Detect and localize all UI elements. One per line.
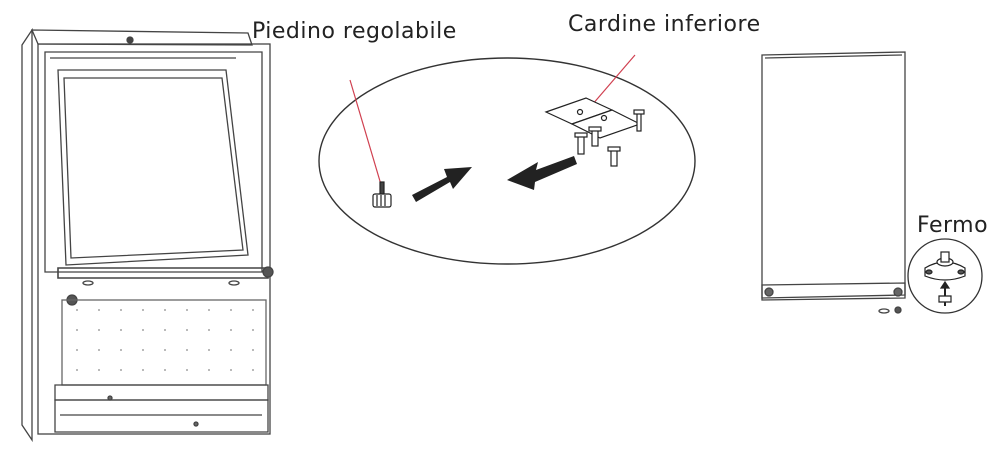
stop-icon xyxy=(924,251,966,306)
cabinet-opening xyxy=(57,69,249,266)
cabinet-back-panel xyxy=(61,299,267,386)
cabinet-illustration xyxy=(21,27,274,443)
adjustable-foot-icon xyxy=(372,181,392,208)
leader-line-hinge xyxy=(591,54,636,106)
stop-detail xyxy=(907,238,983,314)
cabinet-side-panel xyxy=(21,27,33,443)
leader-line-foot xyxy=(349,79,383,189)
cabinet-front-frame xyxy=(37,43,271,435)
cabinet-hinge-bar xyxy=(57,267,269,279)
lower-hinge-icon xyxy=(544,97,645,167)
arrow-left-icon xyxy=(507,156,577,190)
top-screw-icon xyxy=(126,36,134,44)
label-stop: Fermo xyxy=(917,213,989,238)
hinge-screw-icon xyxy=(262,266,274,278)
arrow-right-icon xyxy=(412,167,472,202)
door-panel xyxy=(761,51,906,299)
detail-ellipse xyxy=(318,54,696,265)
door-illustration xyxy=(761,51,906,314)
cabinet-top-panel xyxy=(31,29,253,46)
label-adjustable-foot: Piedino regolabile xyxy=(252,19,457,44)
label-lower-hinge: Cardine inferiore xyxy=(568,12,761,37)
